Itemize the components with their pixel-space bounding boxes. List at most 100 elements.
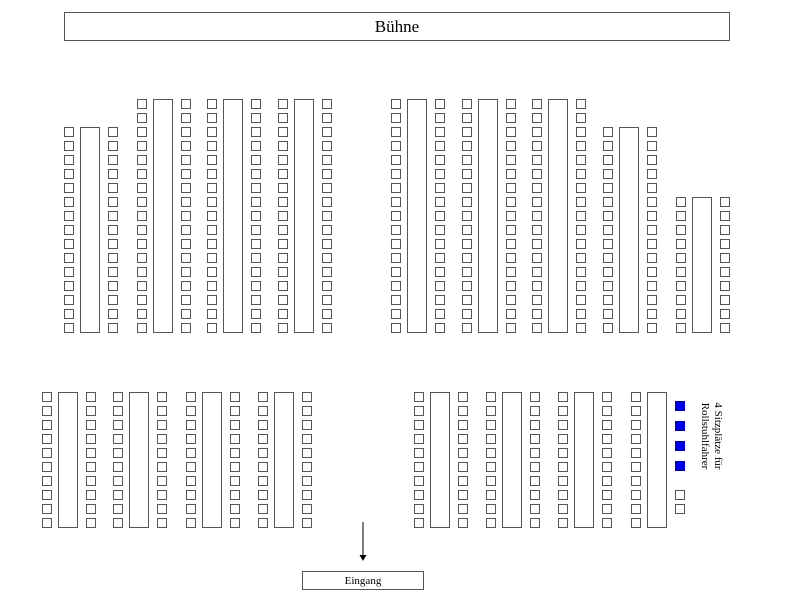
- seat[interactable]: [576, 239, 586, 249]
- seat[interactable]: [532, 309, 542, 319]
- seat[interactable]: [322, 309, 332, 319]
- seat[interactable]: [137, 113, 147, 123]
- seat[interactable]: [576, 197, 586, 207]
- seat[interactable]: [458, 448, 468, 458]
- seat[interactable]: [530, 406, 540, 416]
- seat[interactable]: [603, 225, 613, 235]
- seat[interactable]: [576, 99, 586, 109]
- seat[interactable]: [532, 127, 542, 137]
- seat[interactable]: [602, 490, 612, 500]
- seat[interactable]: [576, 225, 586, 235]
- seat[interactable]: [486, 392, 496, 402]
- seat[interactable]: [532, 239, 542, 249]
- seat[interactable]: [647, 267, 657, 277]
- seat[interactable]: [64, 183, 74, 193]
- seat[interactable]: [458, 406, 468, 416]
- seat[interactable]: [435, 323, 445, 333]
- seat[interactable]: [391, 309, 401, 319]
- seat[interactable]: [322, 239, 332, 249]
- seat[interactable]: [391, 169, 401, 179]
- seat[interactable]: [64, 253, 74, 263]
- seat[interactable]: [113, 448, 123, 458]
- seat[interactable]: [603, 253, 613, 263]
- seat[interactable]: [414, 518, 424, 528]
- seat[interactable]: [530, 448, 540, 458]
- seat[interactable]: [86, 518, 96, 528]
- seat[interactable]: [157, 518, 167, 528]
- seat[interactable]: [113, 476, 123, 486]
- seat[interactable]: [181, 99, 191, 109]
- seat[interactable]: [86, 504, 96, 514]
- seat[interactable]: [603, 127, 613, 137]
- seat[interactable]: [462, 253, 472, 263]
- seat[interactable]: [391, 141, 401, 151]
- seat[interactable]: [64, 281, 74, 291]
- seat[interactable]: [230, 448, 240, 458]
- seat[interactable]: [391, 267, 401, 277]
- seat[interactable]: [278, 281, 288, 291]
- seat[interactable]: [207, 183, 217, 193]
- seat[interactable]: [322, 155, 332, 165]
- seat[interactable]: [506, 113, 516, 123]
- seat[interactable]: [631, 420, 641, 430]
- seat[interactable]: [302, 518, 312, 528]
- seat[interactable]: [42, 406, 52, 416]
- seat[interactable]: [251, 197, 261, 207]
- seat[interactable]: [42, 504, 52, 514]
- seat[interactable]: [64, 169, 74, 179]
- seat[interactable]: [42, 462, 52, 472]
- seat[interactable]: [530, 462, 540, 472]
- seat[interactable]: [108, 225, 118, 235]
- seat[interactable]: [720, 225, 730, 235]
- seat[interactable]: [181, 295, 191, 305]
- seat[interactable]: [647, 183, 657, 193]
- seat[interactable]: [602, 518, 612, 528]
- seat[interactable]: [486, 434, 496, 444]
- seat[interactable]: [435, 309, 445, 319]
- seat[interactable]: [647, 323, 657, 333]
- seat[interactable]: [603, 239, 613, 249]
- seat[interactable]: [230, 462, 240, 472]
- seat[interactable]: [113, 462, 123, 472]
- seat[interactable]: [462, 281, 472, 291]
- seat[interactable]: [435, 183, 445, 193]
- seat[interactable]: [108, 127, 118, 137]
- seat[interactable]: [602, 406, 612, 416]
- seat[interactable]: [251, 169, 261, 179]
- seat[interactable]: [631, 406, 641, 416]
- seat[interactable]: [157, 448, 167, 458]
- seat[interactable]: [602, 462, 612, 472]
- seat[interactable]: [458, 518, 468, 528]
- seat[interactable]: [278, 127, 288, 137]
- seat[interactable]: [181, 267, 191, 277]
- seat[interactable]: [251, 141, 261, 151]
- seat[interactable]: [462, 239, 472, 249]
- seat[interactable]: [278, 99, 288, 109]
- seat[interactable]: [64, 197, 74, 207]
- seat[interactable]: [64, 155, 74, 165]
- seat[interactable]: [157, 504, 167, 514]
- seat[interactable]: [207, 323, 217, 333]
- seat[interactable]: [302, 392, 312, 402]
- seat[interactable]: [676, 267, 686, 277]
- seat[interactable]: [113, 392, 123, 402]
- seat[interactable]: [558, 518, 568, 528]
- seat[interactable]: [391, 127, 401, 137]
- seat[interactable]: [42, 434, 52, 444]
- seat[interactable]: [530, 518, 540, 528]
- seat[interactable]: [322, 281, 332, 291]
- seat[interactable]: [137, 295, 147, 305]
- seat[interactable]: [506, 169, 516, 179]
- seat[interactable]: [462, 183, 472, 193]
- seat[interactable]: [108, 197, 118, 207]
- seat[interactable]: [302, 462, 312, 472]
- seat[interactable]: [506, 183, 516, 193]
- seat[interactable]: [258, 504, 268, 514]
- seat[interactable]: [631, 448, 641, 458]
- seat[interactable]: [251, 113, 261, 123]
- seat[interactable]: [558, 448, 568, 458]
- seat[interactable]: [462, 127, 472, 137]
- seat[interactable]: [602, 448, 612, 458]
- seat[interactable]: [137, 267, 147, 277]
- seat[interactable]: [532, 225, 542, 235]
